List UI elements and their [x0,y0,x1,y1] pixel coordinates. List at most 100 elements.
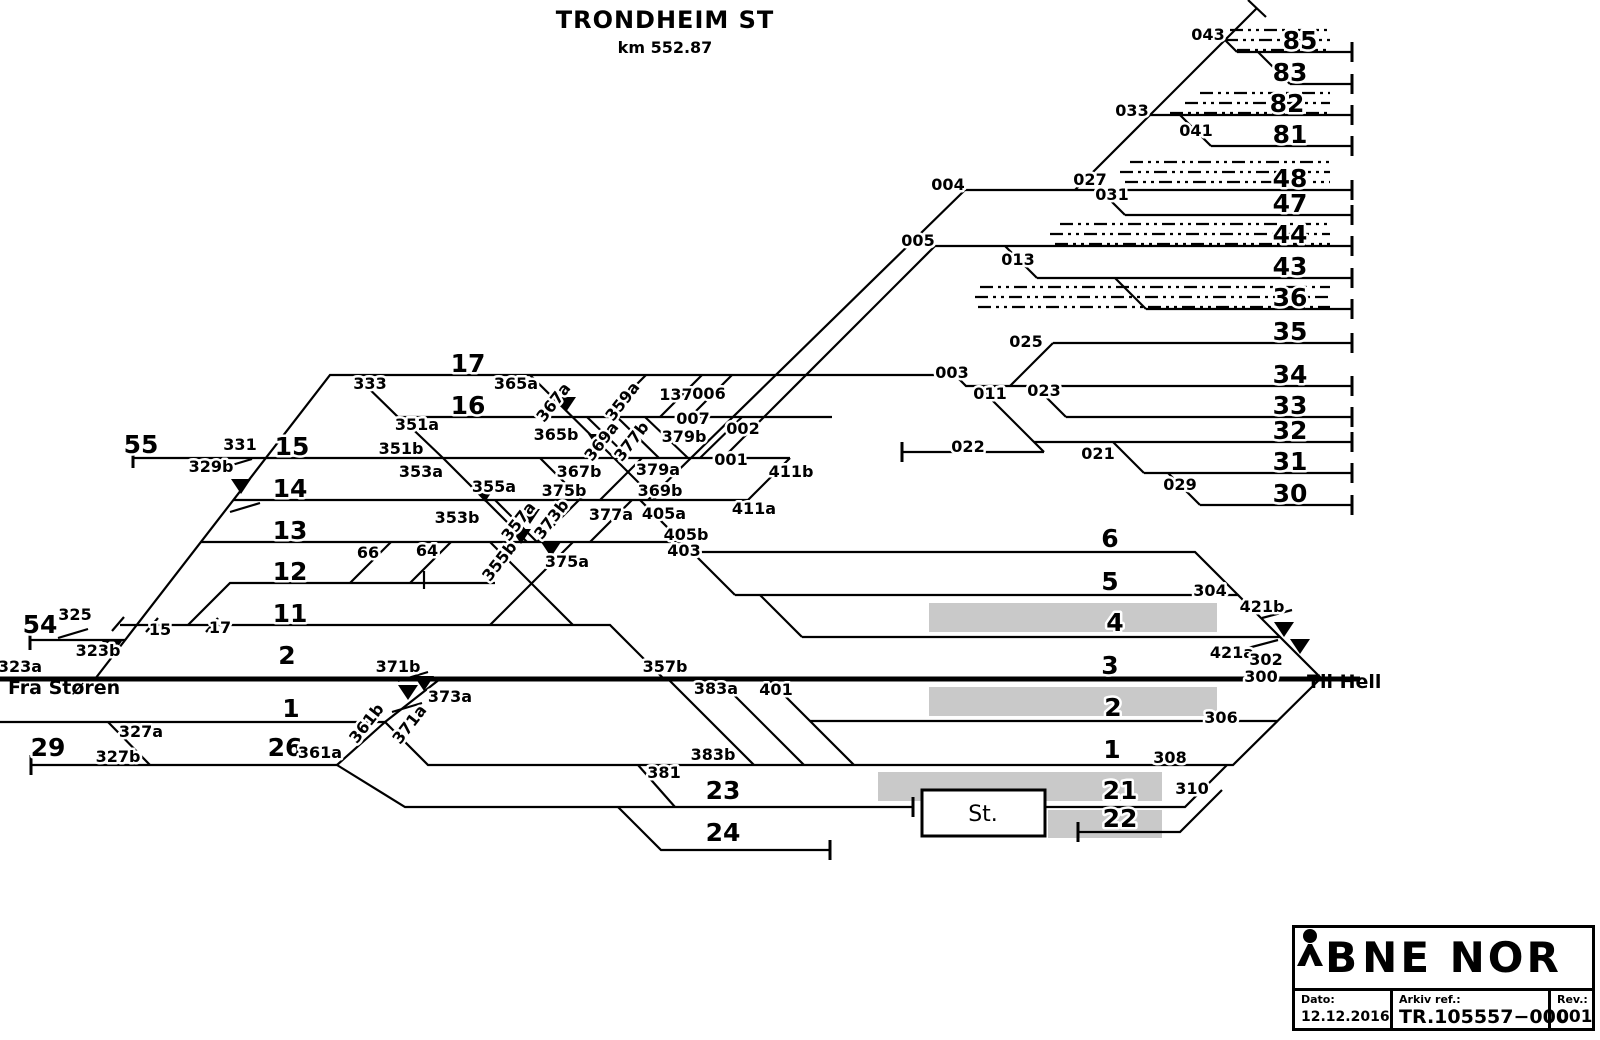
cross-351 [399,416,444,459]
switch-label-043: 043 [1191,25,1224,44]
switch-label-401: 401 [759,680,792,699]
track-label-47: 47 [1273,189,1308,218]
switch-label-021: 021 [1081,444,1114,463]
switch-013-diagonal [1004,245,1038,279]
switch-label-371a: 371a [388,701,430,748]
track-label-4: 4 [1106,608,1123,637]
track-label-24: 24 [706,818,741,847]
slash-17 [205,617,219,633]
switch-label-353a: 353a [399,462,443,481]
switch-label-355a: 355a [472,477,516,496]
switch-label-027: 027 [1073,170,1106,189]
track-label-2: 2 [1104,693,1121,722]
derailer-symbol-11 [1274,622,1294,637]
derailer-symbol-5 [511,529,531,544]
date-cell: Dato: 12.12.2016 [1295,991,1393,1031]
route-357b [667,678,755,766]
switch-label-377a: 377a [589,505,633,524]
diagonal-left-and-line-17-34 [94,373,1352,680]
track-label-33: 33 [1273,391,1308,420]
branch-83 [1257,51,1291,85]
cross-367b [613,457,657,501]
track-label-26: 26 [268,733,303,762]
track-label-55: 55 [124,430,159,459]
switch-label-304: 304 [1193,581,1226,600]
switch-label-367b: 367b [557,462,602,481]
switch-label-323a: 323a [0,657,42,676]
track-label-35: 35 [1273,317,1308,346]
deco-325 [57,627,89,640]
line-12 [187,581,495,626]
cross-end-mark [1247,0,1267,18]
track-label-83: 83 [1273,58,1308,87]
derailer-symbol-8 [102,641,122,656]
switch-043-diagonal [1224,39,1238,53]
switch-label-011: 011 [973,384,1006,403]
platform-1 [929,603,1217,632]
switch-label-373b: 373b [530,496,573,543]
switch-label-325: 325 [58,605,91,624]
track-label-6: 6 [1101,524,1118,553]
deco-421a [1247,638,1279,650]
switch-label-375a: 375a [545,552,589,571]
route-403 [639,499,736,596]
station-km: km 552.87 [617,38,713,57]
switch-361-diagonal [336,721,386,766]
cross-379a [599,457,643,501]
switch-label-031: 031 [1095,185,1128,204]
track-label-1: 1 [282,694,299,723]
logo-text-left: B [1325,933,1361,982]
line-11 [120,623,665,680]
switch-label-351b: 351b [379,439,424,458]
switch-label-66: 66 [357,543,379,562]
rev-cell: Rev.: 001 [1551,991,1597,1031]
cross-359a [603,374,647,418]
switch-label-041: 041 [1179,121,1212,140]
track-label-32: 32 [1273,416,1308,445]
derailer-symbol-9 [398,685,418,700]
cross-137 [659,374,703,418]
diagram-text-1: Fra Støren [8,677,120,699]
cross-369a [586,416,630,459]
track-label-16: 16 [451,391,486,420]
rev-value: 001 [1557,1007,1593,1027]
track-label-21: 21 [1103,776,1138,805]
track-label-15: 15 [275,432,310,461]
route-383 [717,678,805,766]
derailer-symbol-4 [520,509,540,524]
cross-007 [699,416,743,459]
track-label-14: 14 [273,474,308,503]
platform-4 [1048,810,1162,838]
switch-label-002: 002 [726,419,759,438]
cross-006 [689,374,733,418]
track-label-82: 82 [1270,89,1305,118]
switch-label-333: 333 [353,374,386,393]
track-label-17: 17 [451,349,486,378]
track-label-1: 1 [1103,735,1120,764]
switch-label-327b: 327b [96,747,141,766]
switch-label-003: 003 [935,363,968,382]
switch-label-355b: 355b [478,538,521,585]
title-block: B NE NOR Dato: 12.12.2016 Arkiv ref.: TR… [1292,925,1595,1031]
switch-label-013: 013 [1001,250,1034,269]
switch-label-421a: 421a [1210,643,1254,662]
track-label-34: 34 [1273,360,1308,389]
track-label-48: 48 [1273,164,1308,193]
slash-11 [111,616,125,632]
switch-label-361a: 361a [298,743,342,762]
track-label-13: 13 [273,516,308,545]
date-label: Dato: [1301,993,1335,1006]
switch-031-diagonal [1099,189,1126,216]
switch-label-004: 004 [931,175,964,194]
rev-label: Rev.: [1557,993,1588,1006]
switch-411-diagonal [747,457,791,501]
switch-label-365b: 365b [534,425,579,444]
cross-375b [539,457,583,501]
switch-label-331: 331 [223,435,256,454]
cross-357a [494,499,538,543]
track-label-11: 11 [273,599,308,628]
switch-label-323b: 323b [76,641,121,660]
switch-label-17: 17 [209,618,231,637]
switch-label-351a: 351a [395,415,439,434]
track-label-12: 12 [273,557,308,586]
